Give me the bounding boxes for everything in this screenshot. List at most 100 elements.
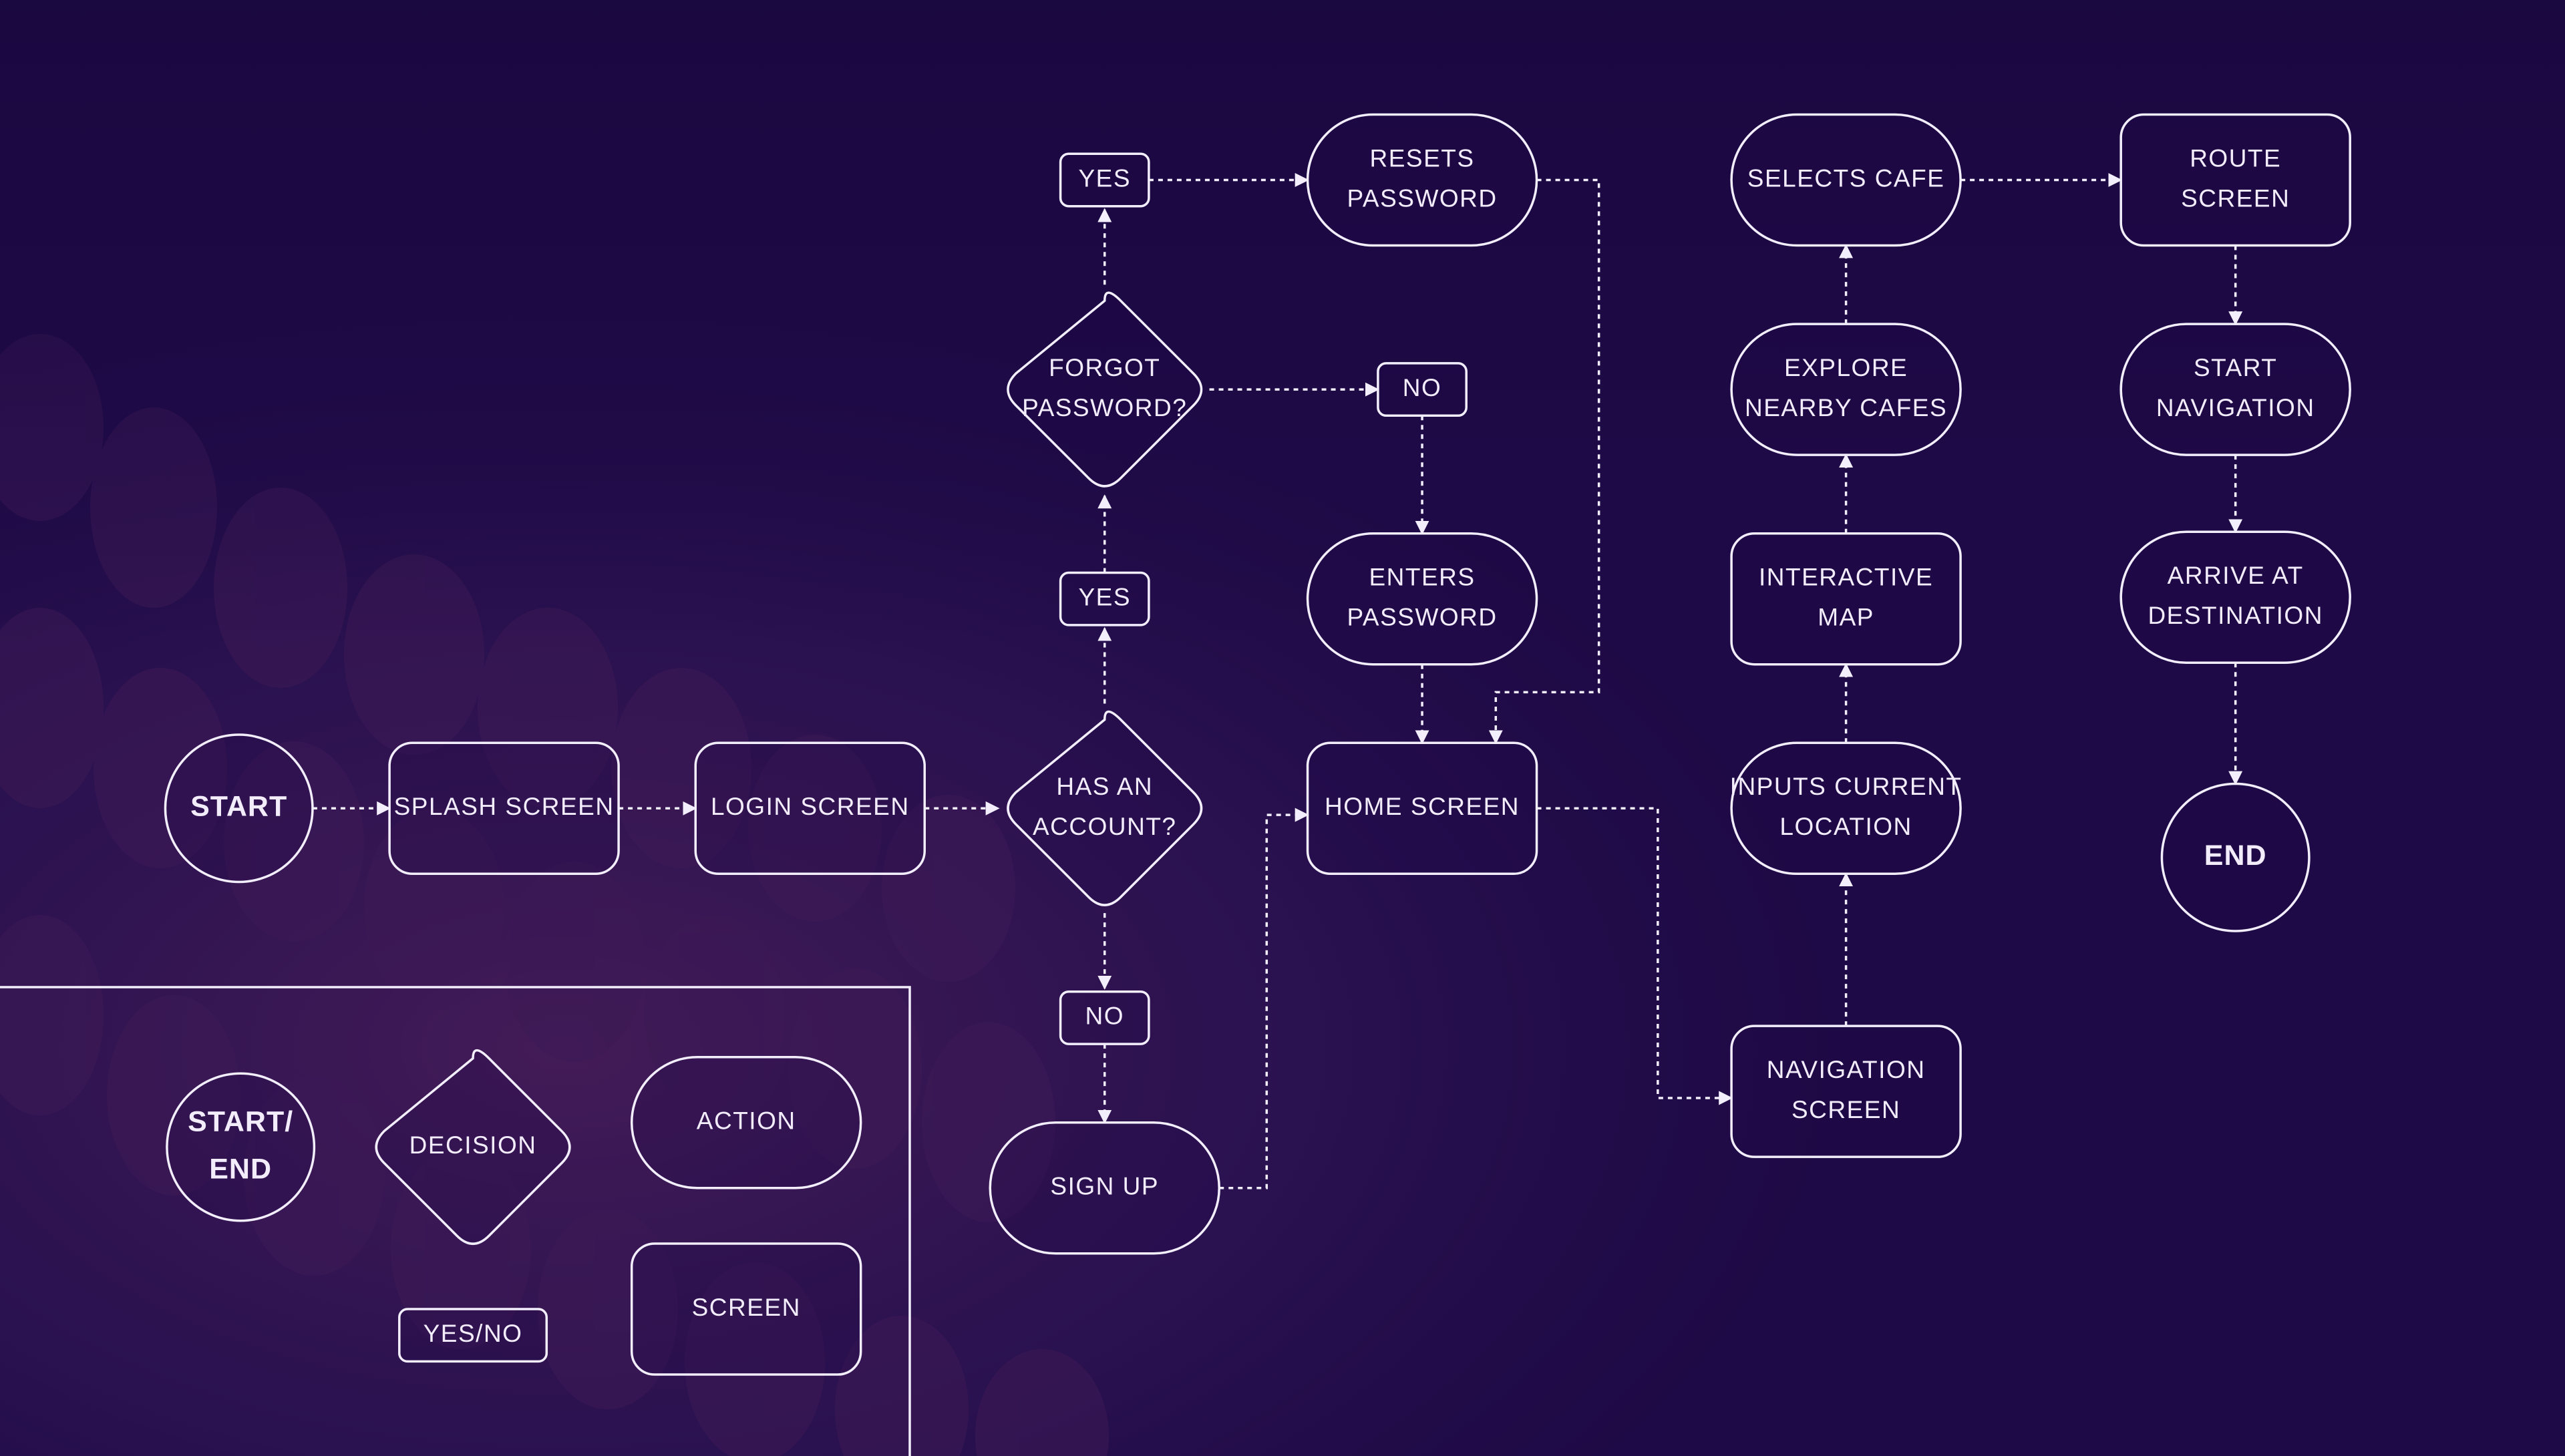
decision-diamond bbox=[1007, 710, 1203, 906]
node-label-line: ROUTE bbox=[2190, 144, 2281, 172]
node-label-line: RESETS bbox=[1370, 144, 1475, 172]
node-start-nav: START NAVIGATION bbox=[2119, 323, 2351, 456]
node-forgot: FORGOT PASSWORD? bbox=[1007, 291, 1203, 488]
node-label-line: EXPLORE bbox=[1784, 354, 1908, 381]
node-label-line: SCREEN bbox=[692, 1294, 801, 1321]
connector-layer bbox=[312, 173, 2243, 1190]
node-yes-account: YES bbox=[1059, 571, 1150, 626]
action-outline bbox=[1306, 532, 1538, 666]
legend-decision: DECISION bbox=[375, 1049, 571, 1245]
node-label-line: END bbox=[209, 1153, 272, 1185]
node-label-line: HAS AN bbox=[1056, 773, 1153, 800]
node-explore: EXPLORE NEARBY CAFES bbox=[1730, 323, 1962, 456]
terminal-circle bbox=[2160, 782, 2311, 932]
legend-box bbox=[0, 986, 911, 1456]
node-selects: SELECTS CAFE bbox=[1730, 113, 1962, 247]
node-label-line: YES bbox=[1078, 164, 1131, 192]
node-label-line: YES bbox=[1078, 583, 1131, 610]
legend-action: ACTION bbox=[630, 1055, 862, 1190]
action-outline bbox=[630, 1055, 862, 1190]
node-navigation-screen: NAVIGATION SCREEN bbox=[1730, 1025, 1962, 1158]
node-label-line: START/ bbox=[188, 1105, 293, 1137]
tag-outline bbox=[1059, 990, 1150, 1045]
screen-outline bbox=[1730, 532, 1962, 666]
node-label-line: DESTINATION bbox=[2148, 602, 2323, 629]
action-outline bbox=[1730, 113, 1962, 247]
node-label-line: FORGOT bbox=[1049, 354, 1160, 381]
screen-outline bbox=[388, 741, 620, 876]
node-label-line: SPLASH SCREEN bbox=[394, 793, 615, 820]
node-label-line: HOME SCREEN bbox=[1325, 793, 1520, 820]
tag-outline bbox=[1059, 571, 1150, 626]
node-sign-up: SIGN UP bbox=[989, 1121, 1220, 1255]
node-label-line: YES/NO bbox=[423, 1320, 523, 1347]
node-splash: SPLASH SCREEN bbox=[388, 741, 620, 876]
node-label-line: LOGIN SCREEN bbox=[711, 793, 910, 820]
node-label-line: SIGN UP bbox=[1050, 1172, 1159, 1200]
node-label-line: PASSWORD bbox=[1347, 184, 1497, 212]
node-label-line: INTERACTIVE bbox=[1759, 563, 1933, 590]
terminal-circle bbox=[164, 733, 314, 884]
node-label-line: NO bbox=[1085, 1003, 1125, 1030]
node-no-forgot: NO bbox=[1377, 362, 1468, 417]
connector-sign-up-to-home bbox=[1219, 807, 1309, 1190]
tag-outline bbox=[1377, 362, 1468, 417]
action-outline bbox=[2119, 323, 2351, 456]
node-label-line: SCREEN bbox=[1791, 1096, 1900, 1123]
node-start: START bbox=[164, 733, 314, 884]
screen-outline bbox=[1730, 1025, 1962, 1158]
node-label-line: ARRIVE AT bbox=[2168, 562, 2304, 589]
node-enters: ENTERS PASSWORD bbox=[1306, 532, 1538, 666]
node-label-line: LOCATION bbox=[1779, 813, 1912, 840]
terminal-circle bbox=[166, 1072, 316, 1222]
node-label-line: NAVIGATION bbox=[2156, 394, 2315, 421]
legend: START/END DECISION ACTION YES/NO SCREEN bbox=[166, 1049, 862, 1376]
node-label-line: NAVIGATION bbox=[1767, 1056, 1926, 1083]
action-outline bbox=[2119, 530, 2351, 664]
decision-diamond bbox=[375, 1049, 571, 1245]
action-outline bbox=[1306, 113, 1538, 247]
tag-outline bbox=[1059, 152, 1150, 208]
node-label-line: MAP bbox=[1818, 603, 1874, 630]
node-layer: START SPLASH SCREEN LOGIN SCREEN HAS ANACCO… bbox=[164, 113, 2351, 1255]
screen-outline bbox=[694, 741, 926, 876]
node-inputs-location: INPUTS CURRENT LOCATION bbox=[1730, 741, 1962, 876]
tag-outline bbox=[398, 1308, 548, 1363]
node-label-line: END bbox=[2204, 840, 2267, 872]
node-label-line: SCREEN bbox=[2181, 184, 2290, 212]
node-label-line: START bbox=[190, 791, 287, 823]
node-label-line: DECISION bbox=[409, 1131, 537, 1159]
decision-diamond bbox=[1007, 291, 1203, 488]
node-label-line: NEARBY CAFES bbox=[1745, 394, 1947, 421]
node-label-line: PASSWORD bbox=[1347, 603, 1497, 630]
connector-resets-to-home bbox=[1488, 178, 1600, 745]
screen-outline bbox=[1306, 741, 1538, 876]
node-label-line: INPUTS CURRENT bbox=[1730, 773, 1962, 800]
node-label-line: NO bbox=[1403, 374, 1442, 401]
legend-yes-no: YES/NO bbox=[398, 1308, 548, 1363]
node-resets: RESETS PASSWORD bbox=[1306, 113, 1538, 247]
node-label-line: SELECTS CAFE bbox=[1747, 164, 1945, 192]
node-interactive-map: INTERACTIVE MAP bbox=[1730, 532, 1962, 666]
legend-start-end: START/END bbox=[166, 1072, 316, 1222]
node-login: LOGIN SCREEN bbox=[694, 741, 926, 876]
action-outline bbox=[1730, 741, 1962, 876]
action-outline bbox=[1730, 323, 1962, 456]
node-label-line: PASSWORD? bbox=[1022, 394, 1187, 421]
legend-screen: SCREEN bbox=[630, 1242, 862, 1376]
node-label-line: START bbox=[2194, 354, 2277, 381]
node-route: ROUTE SCREEN bbox=[2119, 113, 2351, 247]
node-home: HOME SCREEN bbox=[1306, 741, 1538, 876]
node-no-account: NO bbox=[1059, 990, 1150, 1045]
node-arrive: ARRIVE AT DESTINATION bbox=[2119, 530, 2351, 664]
node-label-line: ENTERS bbox=[1369, 563, 1476, 590]
node-yes-forgot: YES bbox=[1059, 152, 1150, 208]
connector-home-to-navigation-screen bbox=[1536, 807, 1733, 1105]
screen-outline bbox=[2119, 113, 2351, 247]
screen-outline bbox=[630, 1242, 862, 1376]
node-end: END bbox=[2160, 782, 2311, 932]
